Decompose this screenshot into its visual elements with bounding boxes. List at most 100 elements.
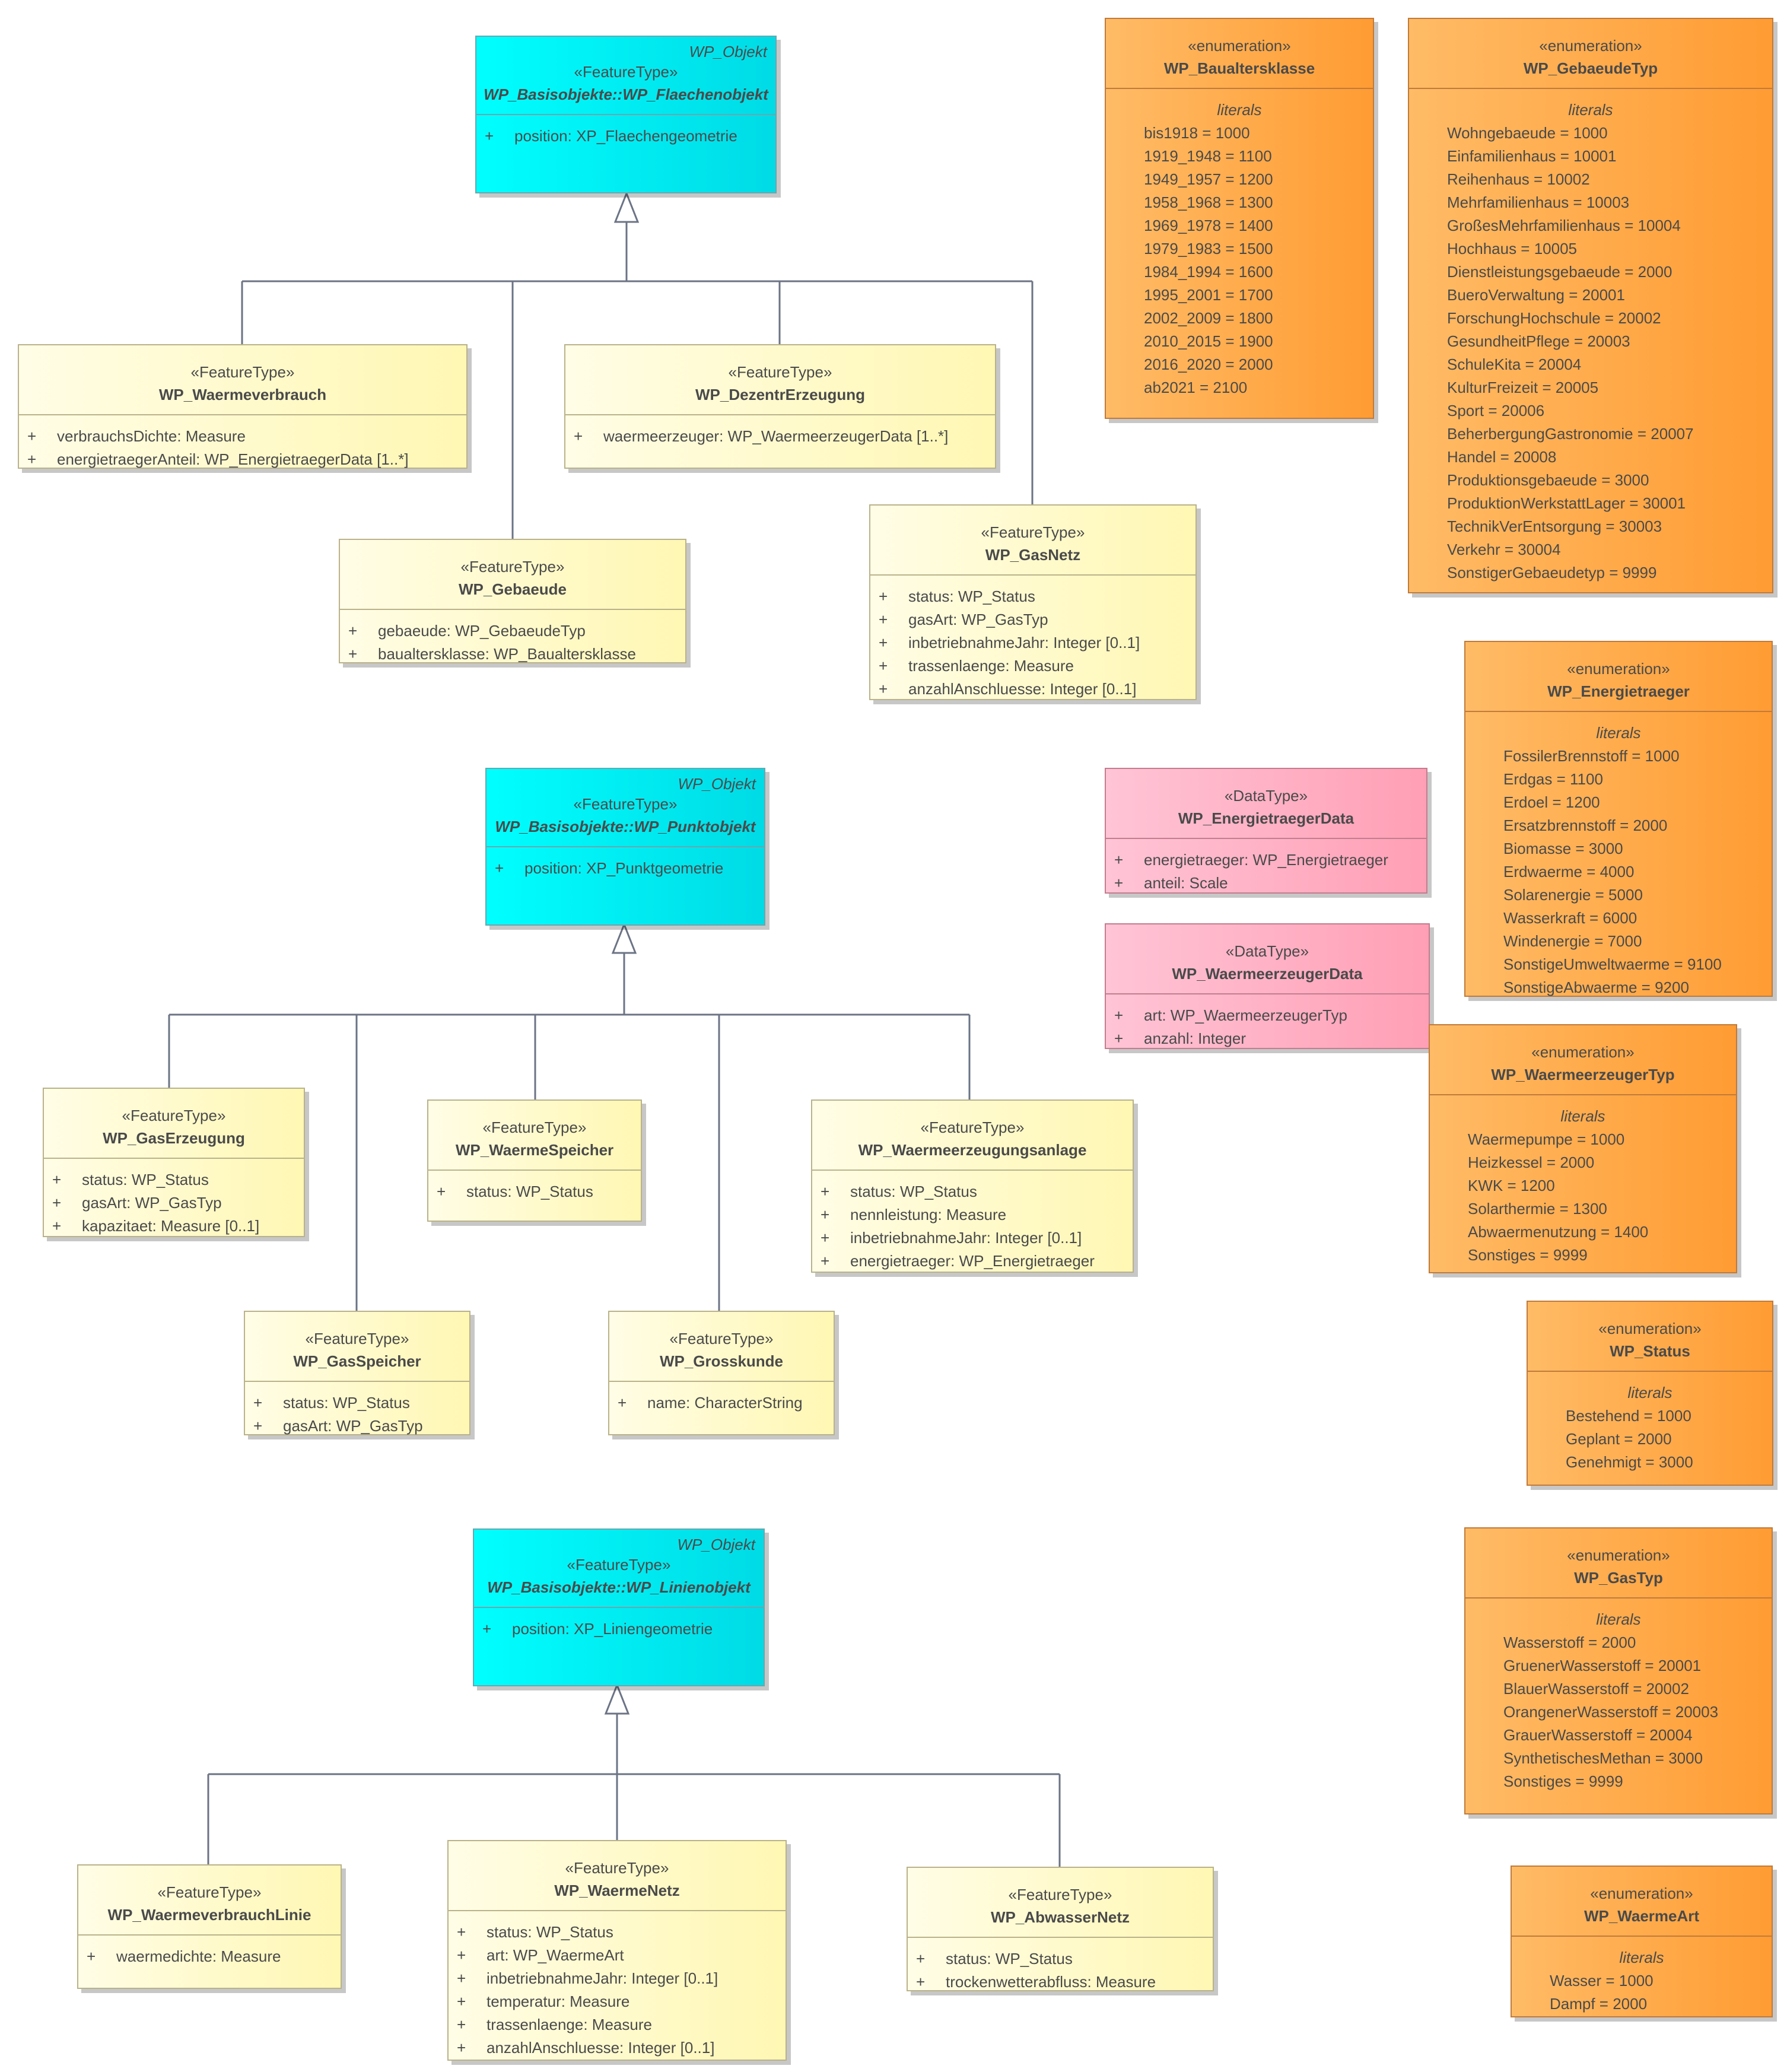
class-wp-waermespeicher[interactable]: «FeatureType» WP_WaermeSpeicher +status:… [427,1099,642,1222]
class-name: WP_WaermeverbrauchLinie [107,1906,311,1924]
class-name: WP_GasNetz [985,546,1081,564]
attribute-row: +trassenlaenge: Measure [879,657,1074,675]
class-wp-gasspeicher[interactable]: «FeatureType» WP_GasSpeicher +status: WP… [244,1311,470,1435]
literals-label: literals [1619,1949,1664,1966]
enum-literal: 1969_1978 = 1400 [1144,217,1273,234]
attribute-row: +anzahlAnschluesse: Integer [0..1] [879,680,1137,698]
enum-literal: KulturFreizeit = 20005 [1447,379,1599,396]
attribute-row: +art: WP_WaermeArt [457,1946,624,1964]
connector-line [168,952,971,1311]
attribute-row: +trassenlaenge: Measure [457,2016,652,2033]
enum-literal: SynthetischesMethan = 3000 [1503,1749,1703,1767]
attribute-row: +kapazitaet: Measure [0..1] [52,1217,260,1235]
enum-literal: Genehmigt = 3000 [1566,1453,1693,1471]
class-wp-waermeerzeugungsanlage[interactable]: «FeatureType» WP_Waermeerzeugungsanlage … [811,1099,1134,1273]
class-wp-waermeverbrauchlinie[interactable]: «FeatureType» WP_WaermeverbrauchLinie +w… [77,1864,342,1989]
class-wp-gaserzeugung[interactable]: «FeatureType» WP_GasErzeugung +status: W… [43,1088,305,1237]
attribute-row: +gasArt: WP_GasTyp [253,1417,423,1435]
class-stereotype: «FeatureType» [565,1859,669,1877]
enum-literal: Ersatzbrennstoff = 2000 [1503,816,1668,834]
attribute-row: +status: WP_Status [457,1923,613,1941]
class-wp-dezentrerzeugung[interactable]: «FeatureType» WP_DezentrErzeugung +waerm… [564,344,996,469]
enum-literal: GesundheitPflege = 20003 [1447,332,1630,350]
enum-wp-gastyp[interactable]: «enumeration» WP_GasTyp literals Wassers… [1464,1527,1773,1814]
enum-wp-status[interactable]: «enumeration» WP_Status literals Bestehe… [1527,1301,1773,1486]
attribute-row: +inbetriebnahmeJahr: Integer [0..1] [457,1969,718,1987]
class-name: WP_Basisobjekte::WP_Linienobjekt [487,1578,751,1596]
enum-literal: Bestehend = 1000 [1566,1407,1691,1425]
class-wp-grosskunde[interactable]: «FeatureType» WP_Grosskunde +name: Chara… [608,1311,835,1435]
class-stereotype: «FeatureType» [122,1107,226,1124]
base-class-tag: WP_Objekt [689,43,768,61]
class-name: WP_WaermeerzeugerTyp [1491,1066,1675,1083]
enum-literal: 1984_1994 = 1600 [1144,263,1273,281]
class-stereotype: «FeatureType» [482,1118,587,1136]
enum-literal: Wasserkraft = 6000 [1503,909,1637,927]
class-name: WP_Basisobjekte::WP_Punktobjekt [495,818,756,835]
class-name: WP_Gebaeude [458,580,567,598]
class-stereotype: «FeatureType» [190,363,295,381]
class-wp-gebaeude[interactable]: «FeatureType» WP_Gebaeude +gebaeude: WP_… [339,539,686,663]
class-stereotype: «FeatureType» [157,1883,262,1901]
enum-literal: SonstigeAbwaerme = 9200 [1503,978,1689,996]
class-stereotype: «DataType» [1225,942,1309,960]
enum-wp-energietraeger[interactable]: «enumeration» WP_Energietraeger literals… [1464,641,1773,997]
class-name: WP_WaermeerzeugerData [1172,965,1363,983]
class-stereotype: «FeatureType» [728,363,832,381]
attribute-row: +waermedichte: Measure [87,1947,281,1965]
attribute-row: +gasArt: WP_GasTyp [52,1194,222,1212]
attribute-row: +status: WP_Status [821,1183,977,1200]
enum-literal: BueroVerwaltung = 20001 [1447,286,1625,304]
class-name: WP_GebaeudeTyp [1523,59,1658,77]
class-wp-abwassernetz[interactable]: «FeatureType» WP_AbwasserNetz +status: W… [907,1867,1214,1991]
enum-literal: TechnikVerEntsorgung = 30003 [1447,517,1662,535]
attribute-row: +gasArt: WP_GasTyp [879,611,1048,628]
class-wp-linienobjekt[interactable]: WP_Objekt «FeatureType» WP_Basisobjekte:… [473,1528,765,1686]
enum-literal: BeherbergungGastronomie = 20007 [1447,425,1694,443]
class-name: WP_GasSpeicher [293,1352,421,1370]
datatype-wp-waermeerzeugerdata[interactable]: «DataType» WP_WaermeerzeugerData +art: W… [1105,923,1430,1049]
enum-literal: 2016_2020 = 2000 [1144,355,1273,373]
class-stereotype: «enumeration» [1539,37,1642,55]
enum-literal: 1995_2001 = 1700 [1144,286,1273,304]
class-name: WP_Baualtersklasse [1163,59,1315,77]
connector-line [207,1712,1061,1867]
literals-label: literals [1560,1107,1605,1125]
class-wp-flaechenobjekt[interactable]: WP_Objekt «FeatureType» WP_Basisobjekte:… [475,36,777,193]
enum-literal: 2002_2009 = 1800 [1144,309,1273,327]
enum-wp-waermeart[interactable]: «enumeration» WP_WaermeArt literals Wass… [1511,1866,1773,2017]
attribute-row: +trockenwetterabfluss: Measure [916,1973,1156,1991]
enum-literal: Abwaermenutzung = 1400 [1468,1223,1649,1241]
class-name: WP_Waermeverbrauch [158,386,327,403]
class-stereotype: «FeatureType» [574,63,678,81]
attribute-row: +waermeerzeuger: WP_WaermeerzeugerData [… [574,427,949,445]
literals-label: literals [1568,101,1613,119]
enum-literal: Dienstleistungsgebaeude = 2000 [1447,263,1672,281]
literals-label: literals [1596,1610,1641,1628]
class-wp-waermenetz[interactable]: «FeatureType» WP_WaermeNetz +status: WP_… [447,1840,787,2061]
enum-literal: SonstigerGebaeudetyp = 9999 [1447,564,1657,581]
connector-line [241,216,1034,539]
enum-wp-waermeerzeugertyp[interactable]: «enumeration» WP_WaermeerzeugerTyp liter… [1429,1024,1737,1273]
enum-literal: Hochhaus = 10005 [1447,240,1578,258]
class-wp-waermeverbrauch[interactable]: «FeatureType» WP_Waermeverbrauch +verbra… [18,344,468,469]
attribute-row: +energietraeger: WP_Energietraeger [1114,851,1388,869]
enum-literal: Handel = 20008 [1447,448,1557,466]
enum-wp-baualtersklasse[interactable]: «enumeration» WP_Baualtersklasse literal… [1105,18,1374,419]
enum-literal: Geplant = 2000 [1566,1430,1672,1448]
enum-literal: GrauerWasserstoff = 20004 [1503,1726,1693,1744]
enum-wp-gebaeudetyp[interactable]: «enumeration» WP_GebaeudeTyp literals Wo… [1408,18,1773,593]
enum-literal: BlauerWasserstoff = 20002 [1503,1680,1689,1698]
class-stereotype: «FeatureType» [305,1330,409,1348]
class-stereotype: «enumeration» [1567,660,1670,678]
datatype-wp-energietraegerdata[interactable]: «DataType» WP_EnergietraegerData +energi… [1105,768,1427,894]
class-wp-gasnetz[interactable]: «FeatureType» WP_GasNetz +status: WP_Sta… [869,504,1197,700]
enum-literal: Erdoel = 1200 [1503,793,1600,811]
enum-literal: Verkehr = 30004 [1447,541,1561,558]
attribute-row: +anteil: Scale [1114,874,1228,892]
class-wp-punktobjekt[interactable]: WP_Objekt «FeatureType» WP_Basisobjekte:… [485,768,765,926]
class-name: WP_Energietraeger [1547,682,1690,700]
enum-literal: 2010_2015 = 1900 [1144,332,1273,350]
enum-literal: Erdgas = 1100 [1503,770,1603,788]
